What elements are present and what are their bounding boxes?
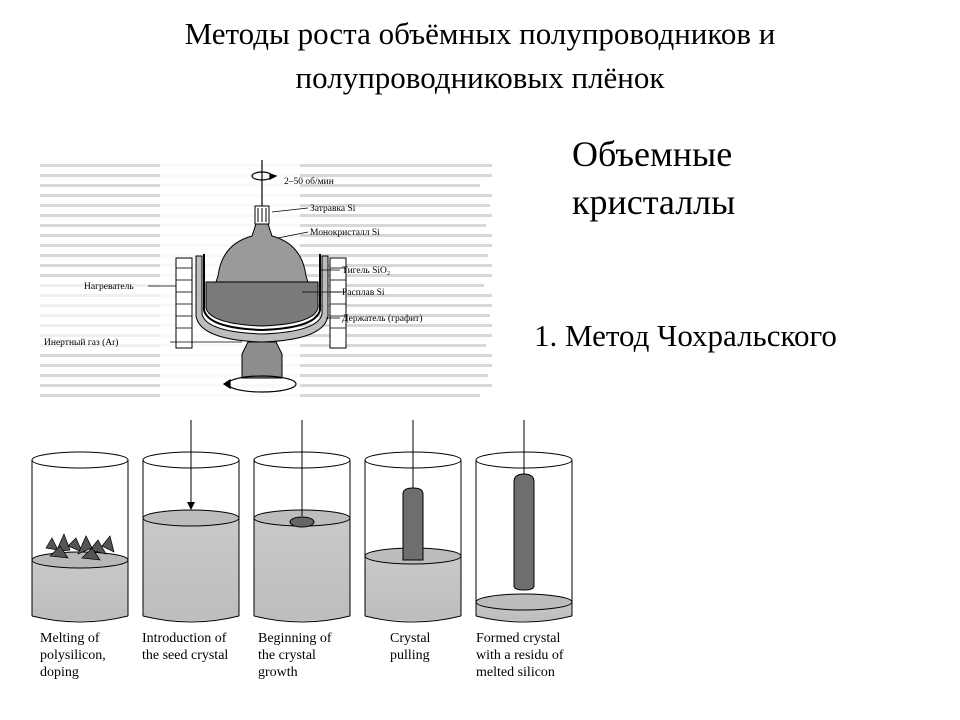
caption-line: Crystal [390, 631, 431, 646]
bottom-rotation-arrow [222, 375, 297, 393]
graphite-holder [195, 255, 329, 343]
formed-crystal [513, 473, 535, 591]
caption-line: doping [40, 665, 79, 680]
heater-walls [175, 257, 347, 349]
silicon-melt [205, 281, 319, 327]
stage-caption-2: Introduction of the seed crystal [142, 630, 254, 664]
quartz-crucible [203, 254, 321, 332]
rotation-speed-label: 2–50 об/мин [284, 176, 334, 187]
caption-line: polysilicon, [40, 648, 106, 663]
caption-line: Beginning of [258, 631, 332, 646]
caption-line: Melting of [40, 631, 100, 646]
crucible-label: Тигель SiO₂ [342, 266, 390, 276]
melt-label: Расплав Si [342, 288, 385, 298]
polysilicon-chunks [45, 533, 115, 561]
pulled-crystal [402, 487, 424, 561]
crystal-nucleus [289, 516, 315, 528]
slide-title: Методы роста объёмных полупроводников и … [60, 12, 900, 100]
stage-1-beaker [31, 451, 129, 623]
monocrystal-label: Монокристалл Si [310, 228, 380, 238]
seed-label: Затравка Si [310, 204, 356, 214]
caption-line: the seed crystal [142, 648, 229, 663]
stage-2-beaker [142, 420, 240, 623]
caption-line: the crystal [258, 648, 316, 663]
inert-gas-label: Инертный газ (Ar) [44, 337, 118, 348]
caption-line: pulling [390, 648, 430, 663]
stage-4-beaker [364, 420, 462, 623]
subtitle-line-1: Объемные [572, 134, 733, 174]
stage-5-beaker [475, 420, 573, 623]
section-subtitle: Объемные кристаллы [572, 130, 872, 226]
czochralski-apparatus-diagram: 2–50 об/мин Затравка Si Монокристалл Si … [40, 158, 492, 404]
caption-line: Introduction of [142, 631, 227, 646]
title-line-2: полупроводниковых плёнок [295, 60, 665, 95]
growth-stages-diagram [31, 420, 573, 623]
caption-line: with a residu of [476, 648, 564, 663]
pedestal [241, 341, 283, 379]
title-line-1: Методы роста объёмных полупроводников и [184, 16, 776, 51]
caption-line: melted silicon [476, 665, 555, 680]
stage-caption-5: Formed crystal with a residu of melted s… [476, 630, 588, 681]
caption-line: growth [258, 665, 298, 680]
stage-caption-1: Melting of polysilicon, doping [40, 630, 152, 681]
caption-line: Formed crystal [476, 631, 561, 646]
stage-caption-3: Beginning of the crystal growth [258, 630, 370, 681]
holder-label: Держатель (графит) [342, 313, 423, 324]
stage-caption-4: Crystal pulling [390, 630, 502, 664]
top-rotation-arrow [251, 160, 278, 206]
subtitle-line-2: кристаллы [572, 182, 736, 222]
heater-label: Нагреватель [84, 282, 134, 292]
seed-tip [187, 502, 195, 510]
stage-3-beaker [253, 420, 351, 623]
method-heading: 1. Метод Чохральского [534, 318, 837, 353]
